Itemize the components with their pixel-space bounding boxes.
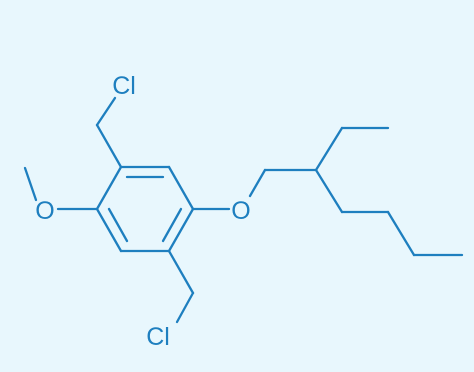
ring-to-ch2-bottom xyxy=(167,249,195,295)
ch-to-butyl-c1 xyxy=(314,168,344,214)
ring-bond-5-inner xyxy=(107,207,129,243)
ring-bond-3-inner xyxy=(161,207,183,243)
ring-bond-6 xyxy=(95,165,123,211)
atom-cl-top: Cl xyxy=(112,72,136,100)
bond-lines xyxy=(23,96,464,324)
ring-to-ch2-top xyxy=(95,123,123,169)
ch2-to-cl-bottom xyxy=(175,291,195,324)
ring-bond-2 xyxy=(167,165,195,211)
o-to-ch2 xyxy=(248,168,267,198)
atom-cl-bottom: Cl xyxy=(146,323,170,351)
ch2-to-cl-top xyxy=(95,96,117,127)
atom-labels: Cl O O Cl xyxy=(35,72,250,351)
o-to-methyl xyxy=(23,166,38,202)
ring-bond-5 xyxy=(95,207,123,253)
atom-o-ether: O xyxy=(231,197,250,225)
ring-bond-3 xyxy=(167,207,195,253)
ch-to-ethyl-ch2 xyxy=(314,126,344,172)
atom-o-methoxy: O xyxy=(35,197,54,225)
butyl-c2-to-c3 xyxy=(386,210,416,257)
